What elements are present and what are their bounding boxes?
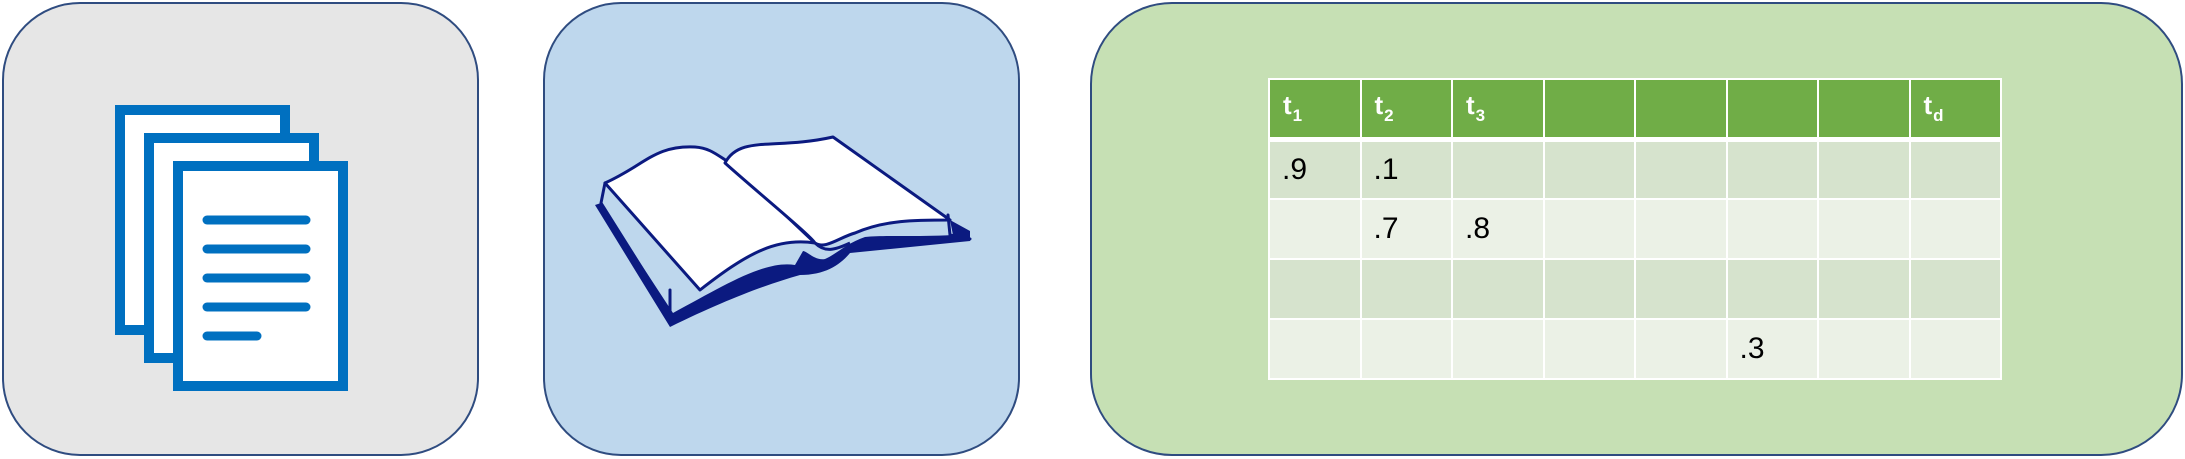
table-cell: .3: [1725, 318, 1819, 380]
header-row: t1 t2 t3 td: [1268, 78, 2002, 142]
table-cell: [1634, 258, 1728, 320]
term-header-8: td: [1908, 78, 2002, 142]
term-header-5: [1634, 78, 1728, 142]
table-cell: [1908, 318, 2002, 380]
table-cell: [1725, 198, 1819, 260]
table-cell: [1542, 198, 1636, 260]
table-cell: .1: [1359, 138, 1453, 200]
term-header-1: t1: [1268, 78, 1362, 142]
table-cell: [1817, 138, 1911, 200]
open-book-icon: [595, 135, 972, 327]
table-cell: [1359, 318, 1453, 380]
table-cell: [1268, 198, 1362, 260]
table-cell: [1542, 258, 1636, 320]
term-header-6: [1725, 78, 1819, 142]
term-weight-table: t1 t2 t3 td .9 .1 .7 .8: [1268, 78, 2002, 380]
term-header-7: [1817, 78, 1911, 142]
table-cell: [1725, 258, 1819, 320]
table-cell: [1634, 318, 1728, 380]
table-cell: [1817, 258, 1911, 320]
table-cell: [1268, 318, 1362, 380]
table-cell: [1451, 138, 1545, 200]
table-row: .3: [1268, 318, 2002, 380]
table-cell: [1634, 198, 1728, 260]
table-cell: .9: [1268, 138, 1362, 200]
table-cell: [1268, 258, 1362, 320]
table-cell: .8: [1451, 198, 1545, 260]
table-cell: [1908, 258, 2002, 320]
table-cell: [1542, 138, 1636, 200]
table-row: .9 .1: [1268, 138, 2002, 200]
table-cell: [1451, 318, 1545, 380]
term-header-3: t3: [1451, 78, 1545, 142]
table-row: [1268, 258, 2002, 320]
table-cell: [1908, 138, 2002, 200]
table-cell: [1725, 138, 1819, 200]
table-cell: .7: [1359, 198, 1453, 260]
table-cell: [1451, 258, 1545, 320]
table-row: .7 .8: [1268, 198, 2002, 260]
term-header-4: [1542, 78, 1636, 142]
table-cell: [1359, 258, 1453, 320]
table-cell: [1817, 198, 1911, 260]
table-cell: [1817, 318, 1911, 380]
table-cell: [1542, 318, 1636, 380]
table-cell: [1634, 138, 1728, 200]
table-cell: [1908, 198, 2002, 260]
term-header-2: t2: [1359, 78, 1453, 142]
documents-stack-icon: [115, 105, 348, 391]
